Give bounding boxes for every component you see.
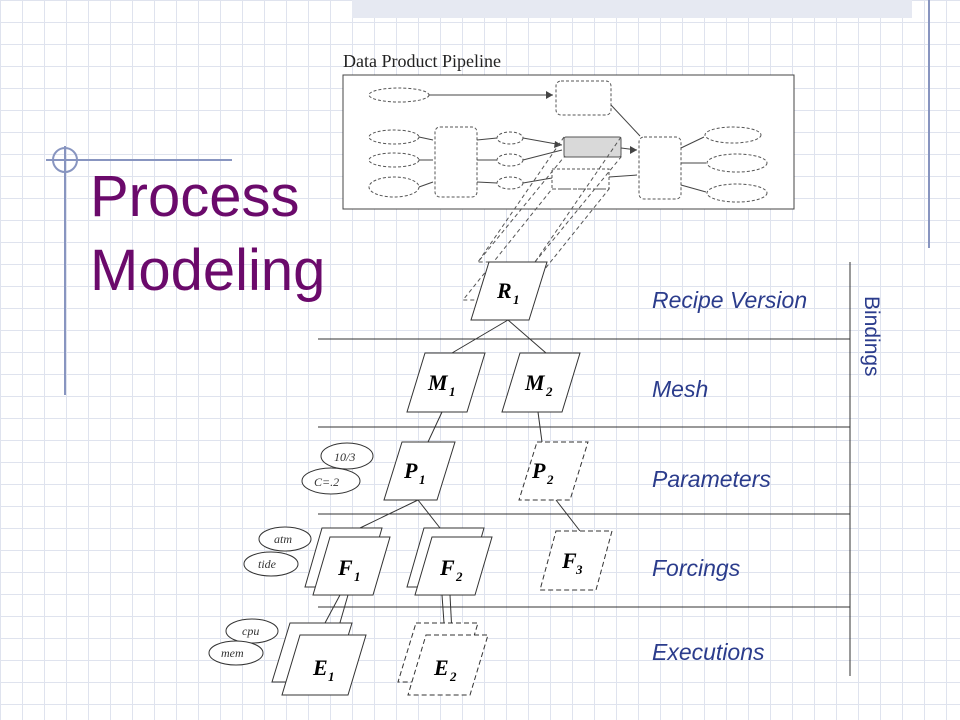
tree-edges	[324, 319, 581, 634]
svg-text:C=.2: C=.2	[314, 475, 339, 489]
node-f1[interactable]: F 1	[304, 527, 391, 596]
svg-text:F: F	[337, 555, 353, 580]
svg-text:2: 2	[545, 384, 553, 399]
svg-text:1: 1	[419, 472, 426, 487]
svg-text:mem: mem	[221, 646, 244, 660]
title-line-1: Process	[90, 164, 300, 229]
pipeline-box	[342, 74, 795, 210]
exec-tag-a: cpu	[225, 618, 279, 644]
node-r1[interactable]: R 1	[470, 261, 548, 321]
svg-text:P: P	[403, 458, 418, 483]
level-recipe-version: Recipe Version	[652, 287, 807, 313]
svg-text:2: 2	[449, 669, 457, 684]
level-forcings: Forcings	[652, 555, 741, 581]
svg-text:M: M	[427, 370, 449, 395]
level-executions: Executions	[652, 639, 765, 665]
svg-text:atm: atm	[274, 532, 292, 546]
node-p1[interactable]: P 1	[383, 441, 456, 501]
svg-text:cpu: cpu	[242, 624, 259, 638]
svg-text:10/3: 10/3	[334, 450, 355, 464]
exec-tag-b: mem	[208, 640, 264, 666]
pipeline-caption: Data Product Pipeline	[343, 51, 501, 71]
svg-text:R: R	[496, 278, 512, 303]
level-separators	[318, 262, 851, 676]
bindings-label: Bindings	[860, 296, 883, 377]
level-mesh: Mesh	[652, 376, 708, 402]
title-line-2: Modeling	[90, 238, 325, 303]
svg-text:3: 3	[575, 562, 583, 577]
node-e1[interactable]: E 1	[271, 622, 367, 696]
node-m1[interactable]: M 1	[406, 352, 486, 413]
svg-text:P: P	[531, 458, 546, 483]
svg-text:tide: tide	[258, 557, 277, 571]
corner-circle	[52, 147, 78, 173]
svg-text:2: 2	[546, 472, 554, 487]
svg-text:1: 1	[328, 669, 335, 684]
svg-text:2: 2	[455, 569, 463, 584]
node-e2[interactable]: E 2	[397, 622, 489, 696]
param-tag-b: C=.2	[301, 467, 361, 495]
node-p2[interactable]: P 2	[518, 441, 589, 501]
forcing-tag-b: tide	[243, 551, 299, 577]
svg-text:1: 1	[354, 569, 361, 584]
svg-text:E: E	[433, 655, 449, 680]
forcing-tag-a: atm	[258, 526, 312, 552]
top-bar-decoration	[352, 0, 912, 18]
svg-text:E: E	[312, 655, 328, 680]
svg-text:F: F	[439, 555, 455, 580]
svg-text:M: M	[524, 370, 546, 395]
svg-text:F: F	[561, 548, 577, 573]
node-f3[interactable]: F 3	[539, 530, 613, 591]
node-m2[interactable]: M 2	[501, 352, 581, 413]
svg-text:1: 1	[449, 384, 456, 399]
svg-text:1: 1	[513, 292, 520, 307]
param-tag-a: 10/3	[320, 442, 374, 470]
level-parameters: Parameters	[652, 466, 771, 492]
node-f2[interactable]: F 2	[406, 527, 493, 596]
